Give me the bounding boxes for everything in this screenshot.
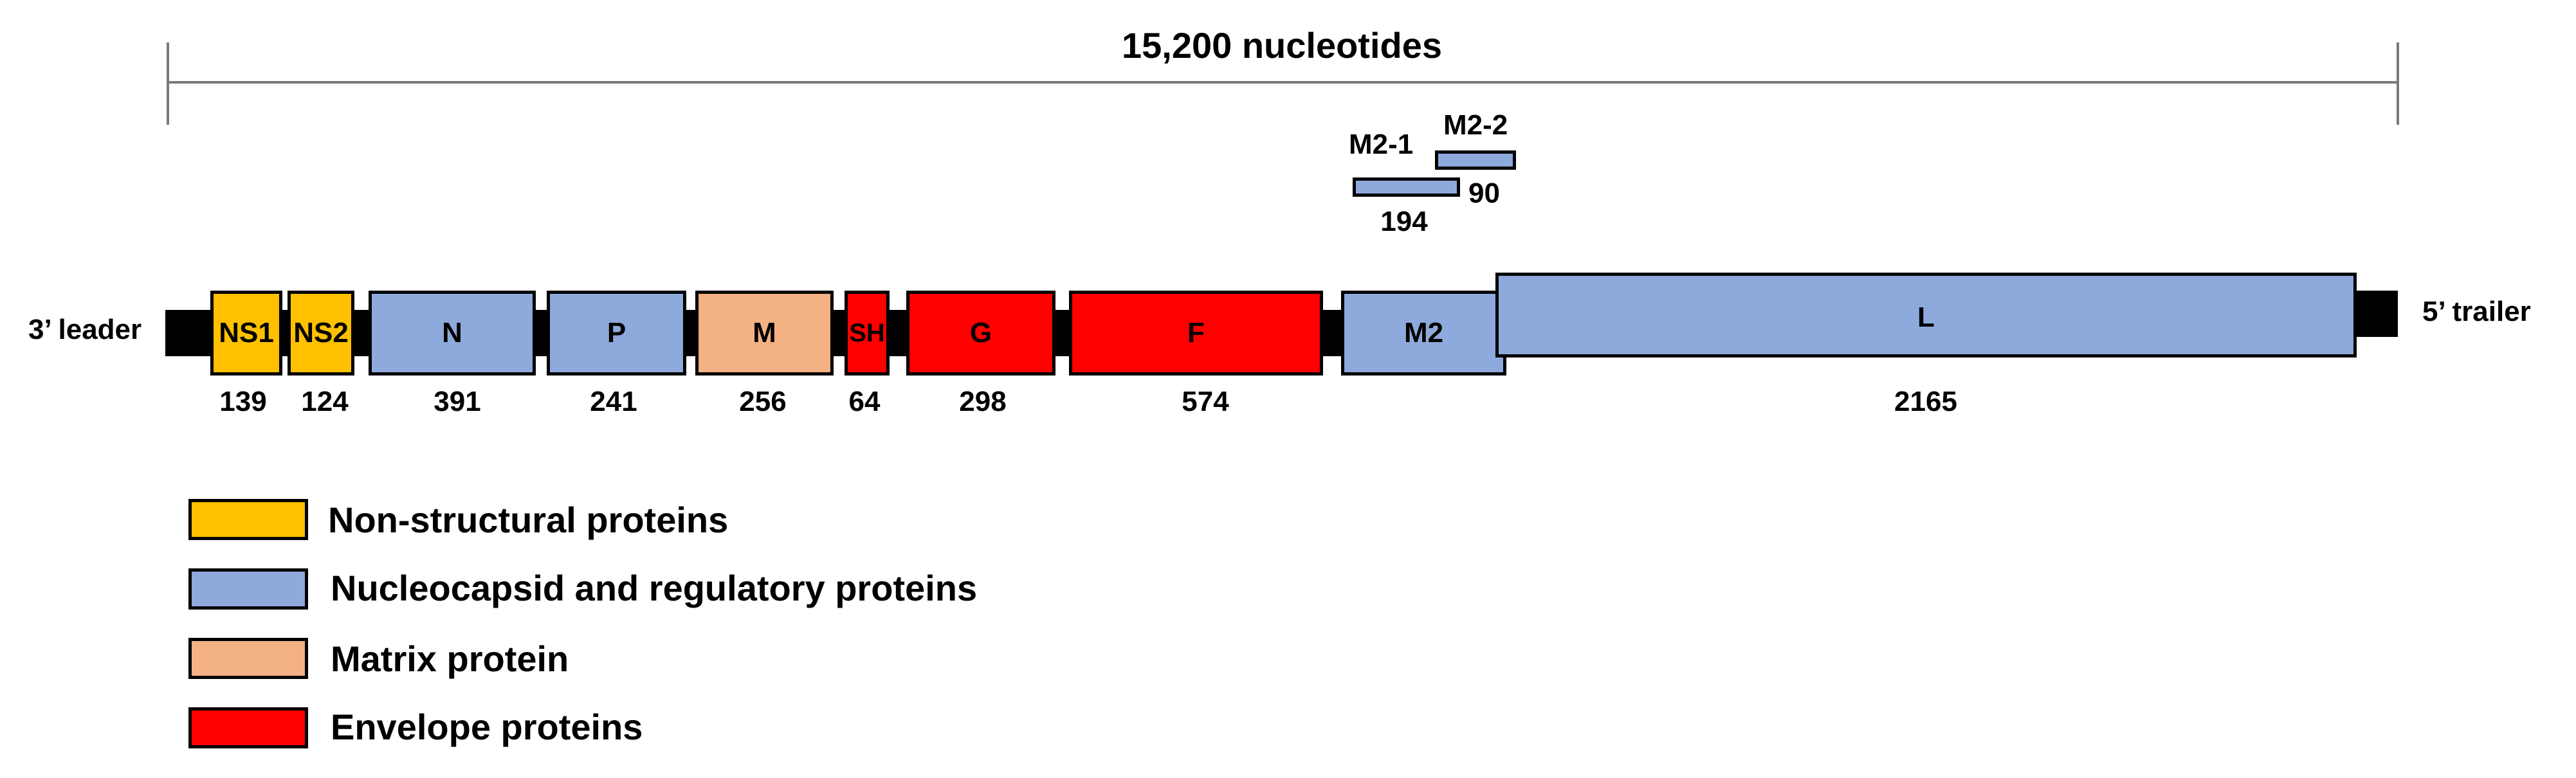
gene-g: G bbox=[906, 291, 1055, 375]
m2-2-label: M2-2 bbox=[1443, 109, 1508, 141]
gene-f: F bbox=[1069, 291, 1323, 375]
gene-ns2-length: 124 bbox=[301, 386, 349, 417]
legend-swatch-envelope bbox=[188, 707, 308, 748]
genome-length-title: 15,200 nucleotides bbox=[1121, 25, 1443, 66]
gene-m: M bbox=[695, 291, 834, 375]
legend-label-envelope: Envelope proteins bbox=[331, 707, 643, 747]
m2-1-label: M2-1 bbox=[1349, 129, 1414, 160]
gene-m-length: 256 bbox=[739, 386, 787, 417]
gene-sh-length: 64 bbox=[848, 386, 881, 417]
gene-ns1-label: NS1 bbox=[219, 317, 274, 348]
gene-p: P bbox=[547, 291, 686, 375]
gene-l-label: L bbox=[1917, 302, 1935, 333]
legend-swatch-nonstructural bbox=[188, 499, 308, 540]
gene-ns2-label: NS2 bbox=[293, 317, 349, 348]
gene-ns1: NS1 bbox=[210, 291, 282, 375]
gene-ns1-length: 139 bbox=[219, 386, 267, 417]
leader-label: 3’ leader bbox=[28, 314, 142, 345]
gene-g-length: 298 bbox=[959, 386, 1007, 417]
m2-2-orf-bar bbox=[1435, 150, 1516, 170]
m2-1-length: 194 bbox=[1380, 206, 1428, 237]
scale-bar-right-tick bbox=[2397, 42, 2399, 125]
gene-m2: M2 bbox=[1341, 291, 1506, 375]
trailer-label: 5’ trailer bbox=[2422, 296, 2531, 327]
gene-sh-label: SH bbox=[849, 318, 885, 347]
gene-f-label: F bbox=[1187, 317, 1205, 348]
gene-f-length: 574 bbox=[1182, 386, 1229, 417]
gene-m2-label: M2 bbox=[1403, 317, 1444, 348]
legend-label-nonstructural: Non-structural proteins bbox=[328, 500, 729, 540]
legend-label-matrix: Matrix protein bbox=[331, 638, 569, 679]
gene-g-label: G bbox=[969, 317, 992, 348]
gene-p-length: 241 bbox=[590, 386, 637, 417]
gene-l-length: 2165 bbox=[1894, 386, 1957, 417]
scale-bar-left-tick bbox=[167, 42, 169, 125]
m2-2-length: 90 bbox=[1468, 177, 1500, 209]
legend-swatch-matrix bbox=[188, 638, 308, 679]
gene-p-label: P bbox=[607, 317, 626, 348]
legend-label-nucleocapsid: Nucleocapsid and regulatory proteins bbox=[331, 568, 978, 608]
scale-bar-line bbox=[168, 81, 2398, 84]
legend-swatch-nucleocapsid bbox=[188, 568, 308, 610]
gene-n-length: 391 bbox=[434, 386, 481, 417]
gene-m-label: M bbox=[753, 317, 776, 348]
gene-ns2: NS2 bbox=[288, 291, 354, 375]
gene-sh: SH bbox=[845, 291, 890, 375]
gene-n-label: N bbox=[442, 317, 462, 348]
gene-n: N bbox=[369, 291, 536, 375]
trailer-block bbox=[2351, 291, 2398, 337]
gene-l: L bbox=[1495, 273, 2357, 357]
m2-1-orf-bar bbox=[1353, 177, 1460, 197]
